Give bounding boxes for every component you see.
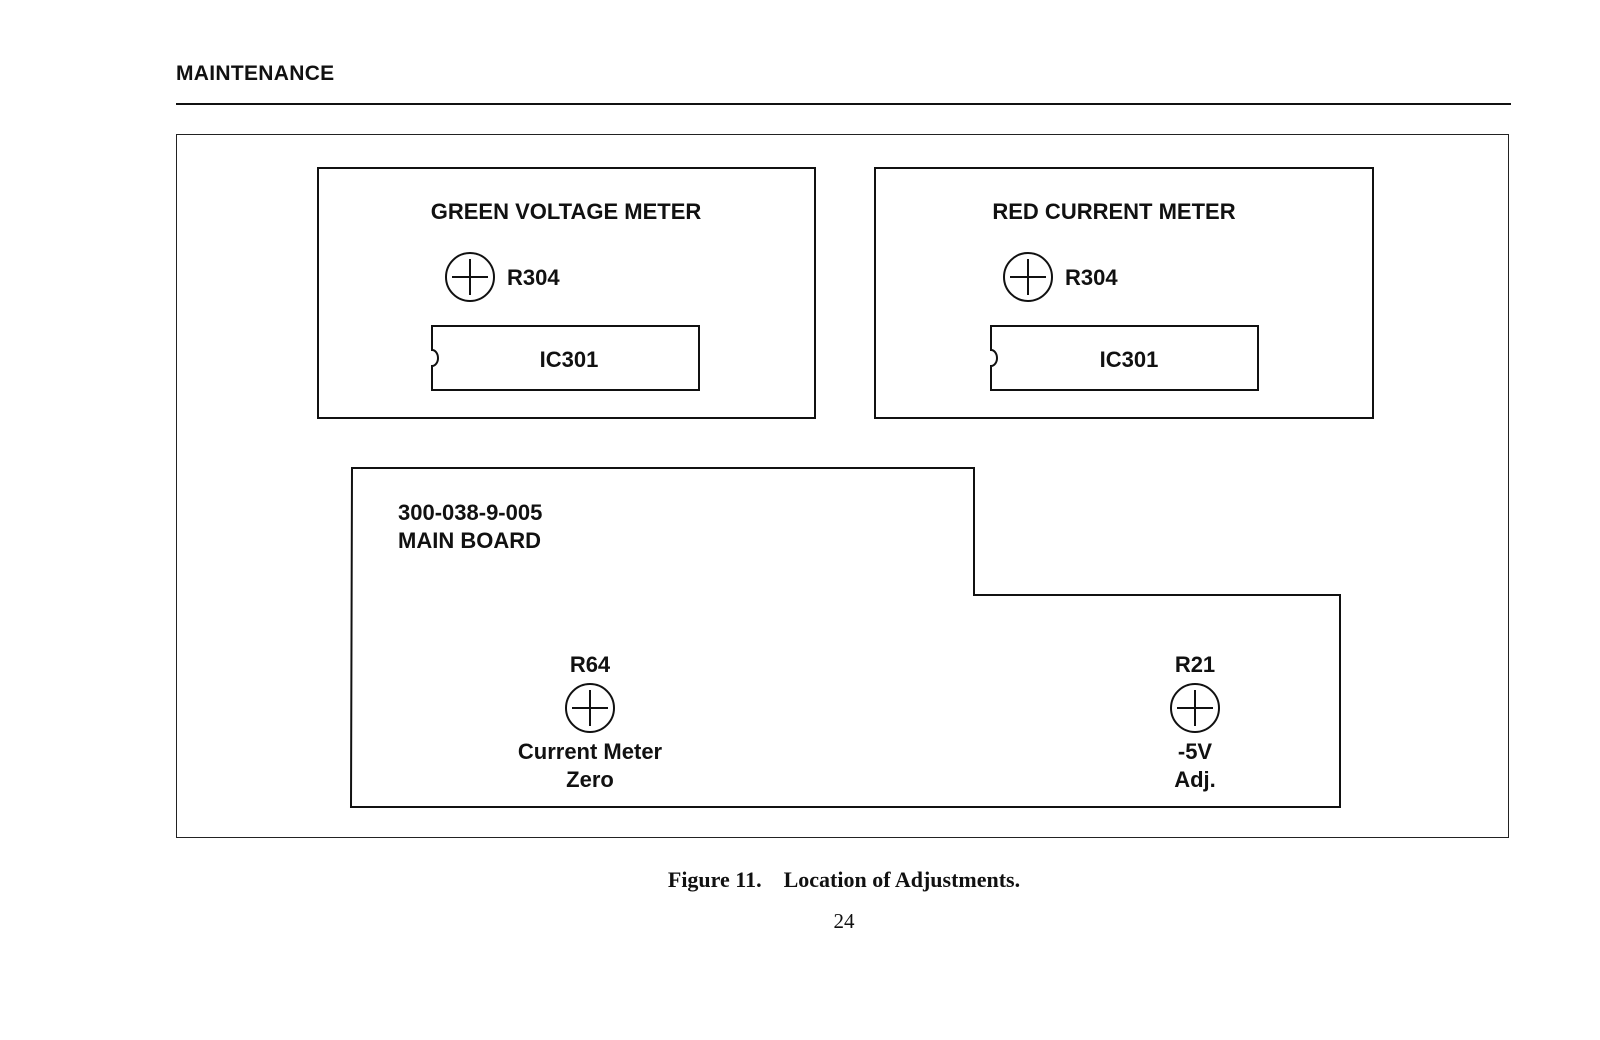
r21-pot-icon [1170, 683, 1220, 733]
r21-description-line1: -5V [1178, 739, 1213, 764]
green-voltage-meter-board: GREEN VOLTAGE METER R304 IC301 [317, 167, 816, 419]
green-meter-outline [317, 167, 816, 419]
r64-description-line2: Zero [566, 767, 614, 792]
red-meter-outline [874, 167, 1374, 419]
green-meter-title: GREEN VOLTAGE METER [431, 199, 702, 224]
figure-title: Location of Adjustments. [783, 867, 1021, 892]
green-meter-ic301-chip [431, 325, 700, 391]
red-current-meter-board: RED CURRENT METER R304 IC301 [874, 167, 1374, 419]
red-meter-r304-pot-icon [1003, 252, 1053, 302]
red-meter-ic-label: IC301 [1100, 347, 1159, 372]
main-board-part-number: 300-038-9-005 [398, 500, 542, 525]
main-board-outline [349, 467, 1341, 808]
red-meter-ic301-chip [990, 325, 1259, 391]
adjustment-location-diagram: GREEN VOLTAGE METER R304 IC301 RED CURRE… [317, 167, 1374, 808]
section-title: MAINTENANCE [176, 62, 335, 85]
header-rule [176, 103, 1511, 105]
main-board: 300-038-9-005 MAIN BOARD R64 Current Met… [349, 467, 1341, 808]
r64-description-line1: Current Meter [518, 739, 663, 764]
green-meter-ic-label: IC301 [540, 347, 599, 372]
green-meter-r304-pot-icon [445, 252, 495, 302]
r64-pot-icon [565, 683, 615, 733]
figure-frame: GREEN VOLTAGE METER R304 IC301 RED CURRE… [176, 134, 1509, 838]
green-meter-pot-label: R304 [507, 265, 560, 290]
red-meter-title: RED CURRENT METER [992, 199, 1235, 224]
r64-label: R64 [570, 652, 611, 677]
figure-number: Figure 11. [667, 867, 762, 892]
red-meter-pot-label: R304 [1065, 265, 1118, 290]
page-number: 24 [833, 909, 855, 933]
r21-label: R21 [1175, 652, 1215, 677]
r21-description-line2: Adj. [1174, 767, 1216, 792]
main-board-name: MAIN BOARD [398, 528, 541, 553]
figure-caption: Figure 11. Location of Adjustments. [0, 867, 1600, 893]
